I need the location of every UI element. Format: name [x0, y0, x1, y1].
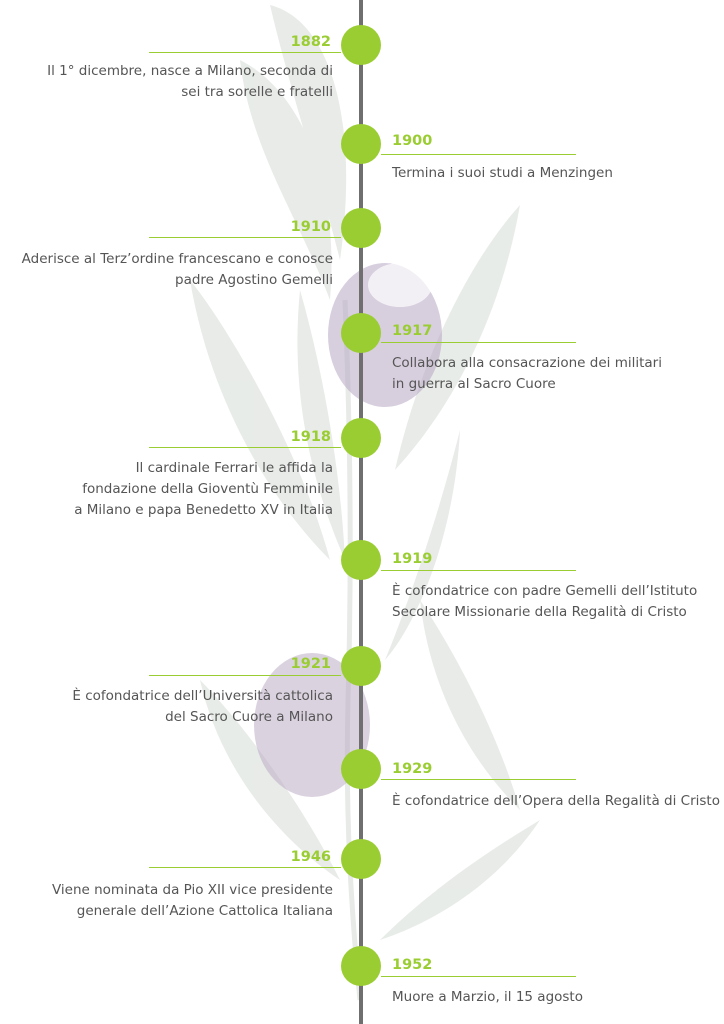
event-description: Muore a Marzio, il 15 agosto: [392, 989, 583, 1005]
leaf-shape: [380, 820, 540, 940]
timeline-event-1882: 1882 Il 1° dicembre, nasce a Milano, seco…: [0, 0, 724, 120]
timeline-event-1921: 1921 È cofondatrice dell’Università catto…: [0, 0, 724, 725]
event-description: Termina i suoi studi a Menzingen: [392, 165, 613, 181]
timeline-connector: [381, 342, 576, 343]
timeline-dot: [341, 540, 381, 580]
timeline-dot: [341, 124, 381, 164]
leaf-shape: [385, 430, 460, 660]
olive-fruit: [254, 653, 370, 797]
event-year: 1946: [290, 849, 331, 865]
event-description: È cofondatrice dell’Opera della Regalità…: [392, 793, 720, 809]
timeline-dot: [341, 313, 381, 353]
event-description: Collabora alla consacrazione dei militar…: [392, 355, 662, 392]
timeline-event-1929: 1929 È cofondatrice dell’Opera della Rega…: [0, 0, 724, 809]
timeline-connector: [381, 779, 576, 780]
timeline-dot: [341, 418, 381, 458]
event-description: È cofondatrice con padre Gemelli dell’Is…: [392, 583, 698, 620]
event-description: Viene nominata da Pio XII vice president…: [51, 882, 333, 919]
timeline-connector: [149, 447, 341, 448]
event-year: 1921: [290, 656, 331, 672]
event-description: Il 1° dicembre, nasce a Milano, seconda …: [47, 63, 333, 100]
timeline-dot: [341, 208, 381, 248]
leaf-shape: [297, 290, 345, 560]
timeline-spine: [359, 0, 363, 1024]
event-description: Aderisce al Terz’ordine francescano e co…: [21, 251, 333, 288]
event-description: È cofondatrice dell’Università cattolica…: [72, 688, 333, 725]
event-year: 1917: [392, 323, 433, 339]
event-year: 1929: [392, 761, 433, 777]
timeline-connector: [149, 675, 341, 676]
leaf-shape: [190, 280, 330, 560]
olive-highlight: [368, 263, 432, 307]
leaf-shape: [395, 205, 520, 470]
timeline-event-1919: 1919 È cofondatrice con padre Gemelli del…: [0, 0, 724, 620]
leaf-shape: [240, 60, 332, 300]
event-year: 1952: [392, 957, 433, 973]
timeline-connector: [149, 867, 341, 868]
timeline-dot: [341, 25, 381, 65]
event-year: 1910: [290, 219, 331, 235]
event-year: 1918: [290, 429, 331, 445]
timeline-connector: [149, 237, 341, 238]
timeline-dot: [341, 749, 381, 789]
leaf-shape: [200, 680, 340, 880]
timeline-event-1918: 1918 Il cardinale Ferrari le affida la fo…: [0, 0, 724, 518]
timeline-connector: [381, 570, 576, 571]
event-description: Il cardinale Ferrari le affida la fondaz…: [74, 460, 333, 518]
leaf-shape: [270, 5, 347, 260]
timeline-dot: [341, 946, 381, 986]
timeline-dot: [341, 646, 381, 686]
event-year: 1919: [392, 551, 433, 567]
timeline-connector: [381, 154, 576, 155]
leaf-shape: [420, 600, 520, 810]
event-year: 1900: [392, 133, 433, 149]
event-year: 1882: [290, 34, 331, 50]
timeline-dot: [341, 839, 381, 879]
timeline-connector: [149, 52, 341, 53]
timeline-connector: [381, 976, 576, 977]
